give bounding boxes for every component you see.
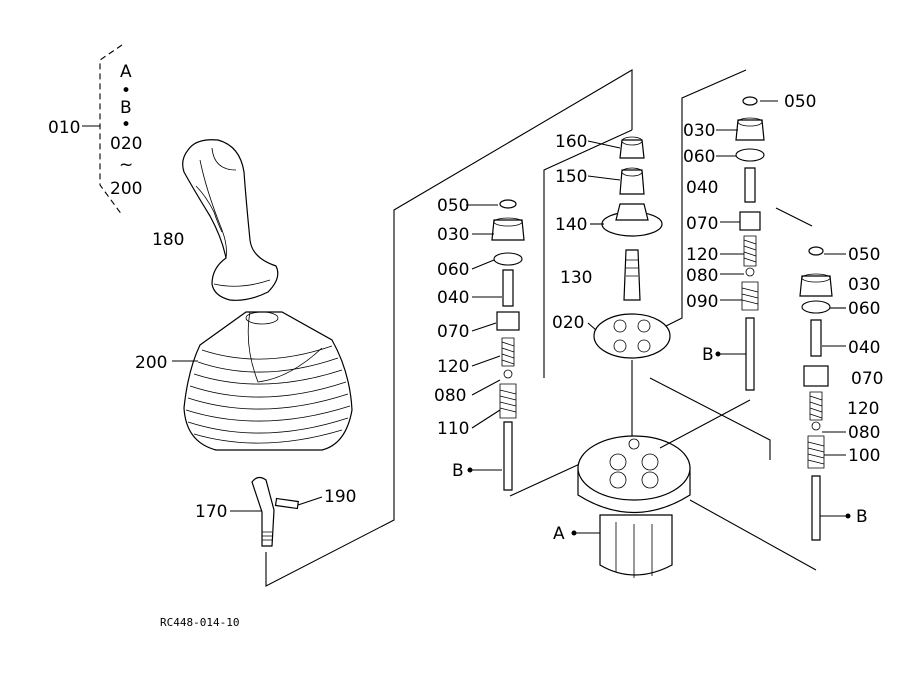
label-200: 200 <box>135 353 167 373</box>
label-left-b: B <box>452 461 464 481</box>
boot-200: 200 <box>135 311 353 451</box>
label-r2-070: 070 <box>851 369 883 389</box>
right-valve-stack-1: 050 030 060 040 070 120 080 090 B <box>683 92 816 391</box>
label-r1-090: 090 <box>686 292 718 312</box>
lever-170: 170 190 <box>195 69 633 587</box>
label-left-080: 080 <box>434 386 466 406</box>
legend-sep-3: ~ <box>119 155 133 175</box>
legend-item-020: 020 <box>110 134 142 154</box>
right-valve-stack-2: 050 030 060 040 070 120 080 100 B <box>799 245 883 541</box>
label-r2-030: 030 <box>848 275 880 295</box>
label-r1-040: 040 <box>686 178 718 198</box>
label-mid-150: 150 <box>555 167 587 187</box>
legend-item-a: A <box>120 62 132 82</box>
grip-180: 180 <box>152 139 279 301</box>
label-left-070: 070 <box>437 322 469 342</box>
label-190: 190 <box>324 487 356 507</box>
label-r2-080: 080 <box>848 423 880 443</box>
label-r1-050: 050 <box>784 92 816 112</box>
label-mid-140: 140 <box>555 215 587 235</box>
left-valve-stack: 050 030 060 040 070 120 080 110 B <box>434 129 633 497</box>
label-180: 180 <box>152 230 184 250</box>
label-left-050: 050 <box>437 196 469 216</box>
label-r2-100: 100 <box>848 446 880 466</box>
label-r1-b: B <box>702 345 714 365</box>
label-r2-060: 060 <box>848 299 880 319</box>
legend-sep-2: • <box>121 115 131 135</box>
label-170: 170 <box>195 502 227 522</box>
label-r2-040: 040 <box>848 338 880 358</box>
label-r1-030: 030 <box>683 121 715 141</box>
label-r1-070: 070 <box>686 214 718 234</box>
label-left-040: 040 <box>437 288 469 308</box>
label-left-120: 120 <box>437 357 469 377</box>
label-left-060: 060 <box>437 260 469 280</box>
legend-group-code: 010 <box>48 118 80 138</box>
legend-group: 010 A • B • 020 ~ 200 <box>48 44 142 216</box>
label-mid-160: 160 <box>555 132 587 152</box>
label-mid-020: 020 <box>552 313 584 333</box>
label-r2-b: B <box>856 507 868 527</box>
label-r1-060: 060 <box>683 147 715 167</box>
label-r2-120: 120 <box>847 399 879 419</box>
middle-stack: 160 150 140 130 020 <box>552 69 747 359</box>
label-r2-050: 050 <box>848 245 880 265</box>
base-housing: A <box>553 377 817 578</box>
label-left-030: 030 <box>437 225 469 245</box>
label-r1-080: 080 <box>686 266 718 286</box>
legend-item-b: B <box>120 98 132 118</box>
label-mid-130: 130 <box>560 268 592 288</box>
legend-sep-1: • <box>121 81 131 101</box>
drawing-code: RC448-014-10 <box>160 616 239 629</box>
label-left-110: 110 <box>437 419 469 439</box>
label-base-a: A <box>553 524 565 544</box>
label-r1-120: 120 <box>686 245 718 265</box>
legend-item-200: 200 <box>110 179 142 199</box>
